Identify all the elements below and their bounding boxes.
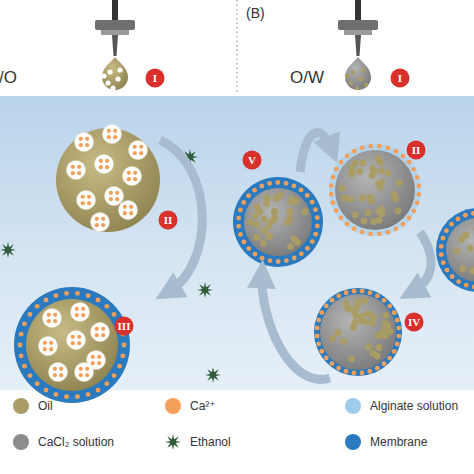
callout-number: V xyxy=(242,150,262,170)
callout-number: I xyxy=(153,73,157,84)
legend-swatch xyxy=(344,397,362,415)
callout-text-holder: II xyxy=(158,210,178,230)
callout-number: I xyxy=(390,68,410,88)
ethanol-molecule xyxy=(205,367,221,383)
oil-droplet xyxy=(56,125,160,233)
aqueous-droplet xyxy=(95,155,114,174)
callout-number: III xyxy=(114,316,134,336)
process-arrow xyxy=(300,133,332,172)
callout-text-holder: V xyxy=(242,150,262,170)
gel-capsule xyxy=(233,177,323,267)
gel-capsule xyxy=(329,144,421,236)
panel-label: O/W xyxy=(290,68,324,88)
callout-number: I xyxy=(145,68,165,88)
droplet xyxy=(101,57,128,91)
aqueous-droplet xyxy=(71,303,90,322)
legend-swatch xyxy=(12,433,30,451)
aqueous-droplet xyxy=(103,125,122,144)
legend-label: Ca²⁺ xyxy=(190,399,216,413)
callout-number: V xyxy=(248,155,256,166)
legend-entry: Membrane xyxy=(344,432,427,452)
callout-number: IV xyxy=(408,317,420,328)
legend-swatch xyxy=(12,397,30,415)
legend-entry: Ca²⁺ xyxy=(164,396,216,416)
panel-label: (B) xyxy=(246,5,265,21)
aqueous-droplet xyxy=(43,309,62,328)
legend-label: CaCl₂ solution xyxy=(38,435,114,449)
legend-entry: Oil xyxy=(12,396,53,416)
aqueous-droplet xyxy=(75,133,94,152)
aqueous-droplet xyxy=(49,363,68,382)
aqueous-droplet xyxy=(105,187,124,206)
legend-label: Alginate solution xyxy=(370,399,458,413)
aqueous-droplet xyxy=(67,161,86,180)
callout-text-holder: IV xyxy=(404,312,424,332)
ethanol-molecule xyxy=(197,282,213,298)
callout-text-holder: I xyxy=(390,68,410,88)
ethanol-molecule xyxy=(0,242,16,258)
nozzle xyxy=(95,0,135,56)
aqueous-droplet xyxy=(91,323,110,342)
legend-label: Oil xyxy=(38,399,53,413)
callout-number: III xyxy=(118,321,131,332)
callout-number: II xyxy=(412,145,421,156)
callout-text-holder: I xyxy=(145,68,165,88)
aqueous-droplet xyxy=(91,213,110,232)
panel-label: /O xyxy=(0,68,17,88)
callout-number: II xyxy=(164,215,173,226)
aqueous-droplet xyxy=(77,191,96,210)
legend-entry: Alginate solution xyxy=(344,396,458,416)
legend-label: Ethanol xyxy=(190,435,231,449)
legend-swatch xyxy=(344,433,362,451)
aqueous-droplet xyxy=(67,331,86,350)
callout-number: II xyxy=(406,140,426,160)
aqueous-droplet xyxy=(75,363,94,382)
callout-number: II xyxy=(158,210,178,230)
callout-text-holder: III xyxy=(114,316,134,336)
membrane-capsule xyxy=(14,287,130,403)
legend-swatch xyxy=(164,433,182,451)
aqueous-droplet xyxy=(39,337,58,356)
aqueous-droplet xyxy=(129,141,148,160)
legend-entry: CaCl₂ solution xyxy=(12,432,114,452)
nozzle xyxy=(338,0,378,56)
callout-number: IV xyxy=(404,312,424,332)
gel-capsule xyxy=(436,208,474,292)
aqueous-droplet xyxy=(119,201,138,220)
callout-text-holder: II xyxy=(406,140,426,160)
callout-number: I xyxy=(398,73,402,84)
legend-label: Membrane xyxy=(370,435,427,449)
process-arrow xyxy=(160,140,202,292)
legend-entry: Ethanol xyxy=(164,432,231,452)
droplet xyxy=(345,57,371,90)
legend-swatch xyxy=(164,397,182,415)
aqueous-droplet xyxy=(123,167,142,186)
panel-divider xyxy=(236,0,237,94)
process-arrow xyxy=(412,232,431,292)
process-arrow xyxy=(262,274,330,379)
solution-bath xyxy=(0,96,474,390)
gel-capsule xyxy=(314,288,402,376)
